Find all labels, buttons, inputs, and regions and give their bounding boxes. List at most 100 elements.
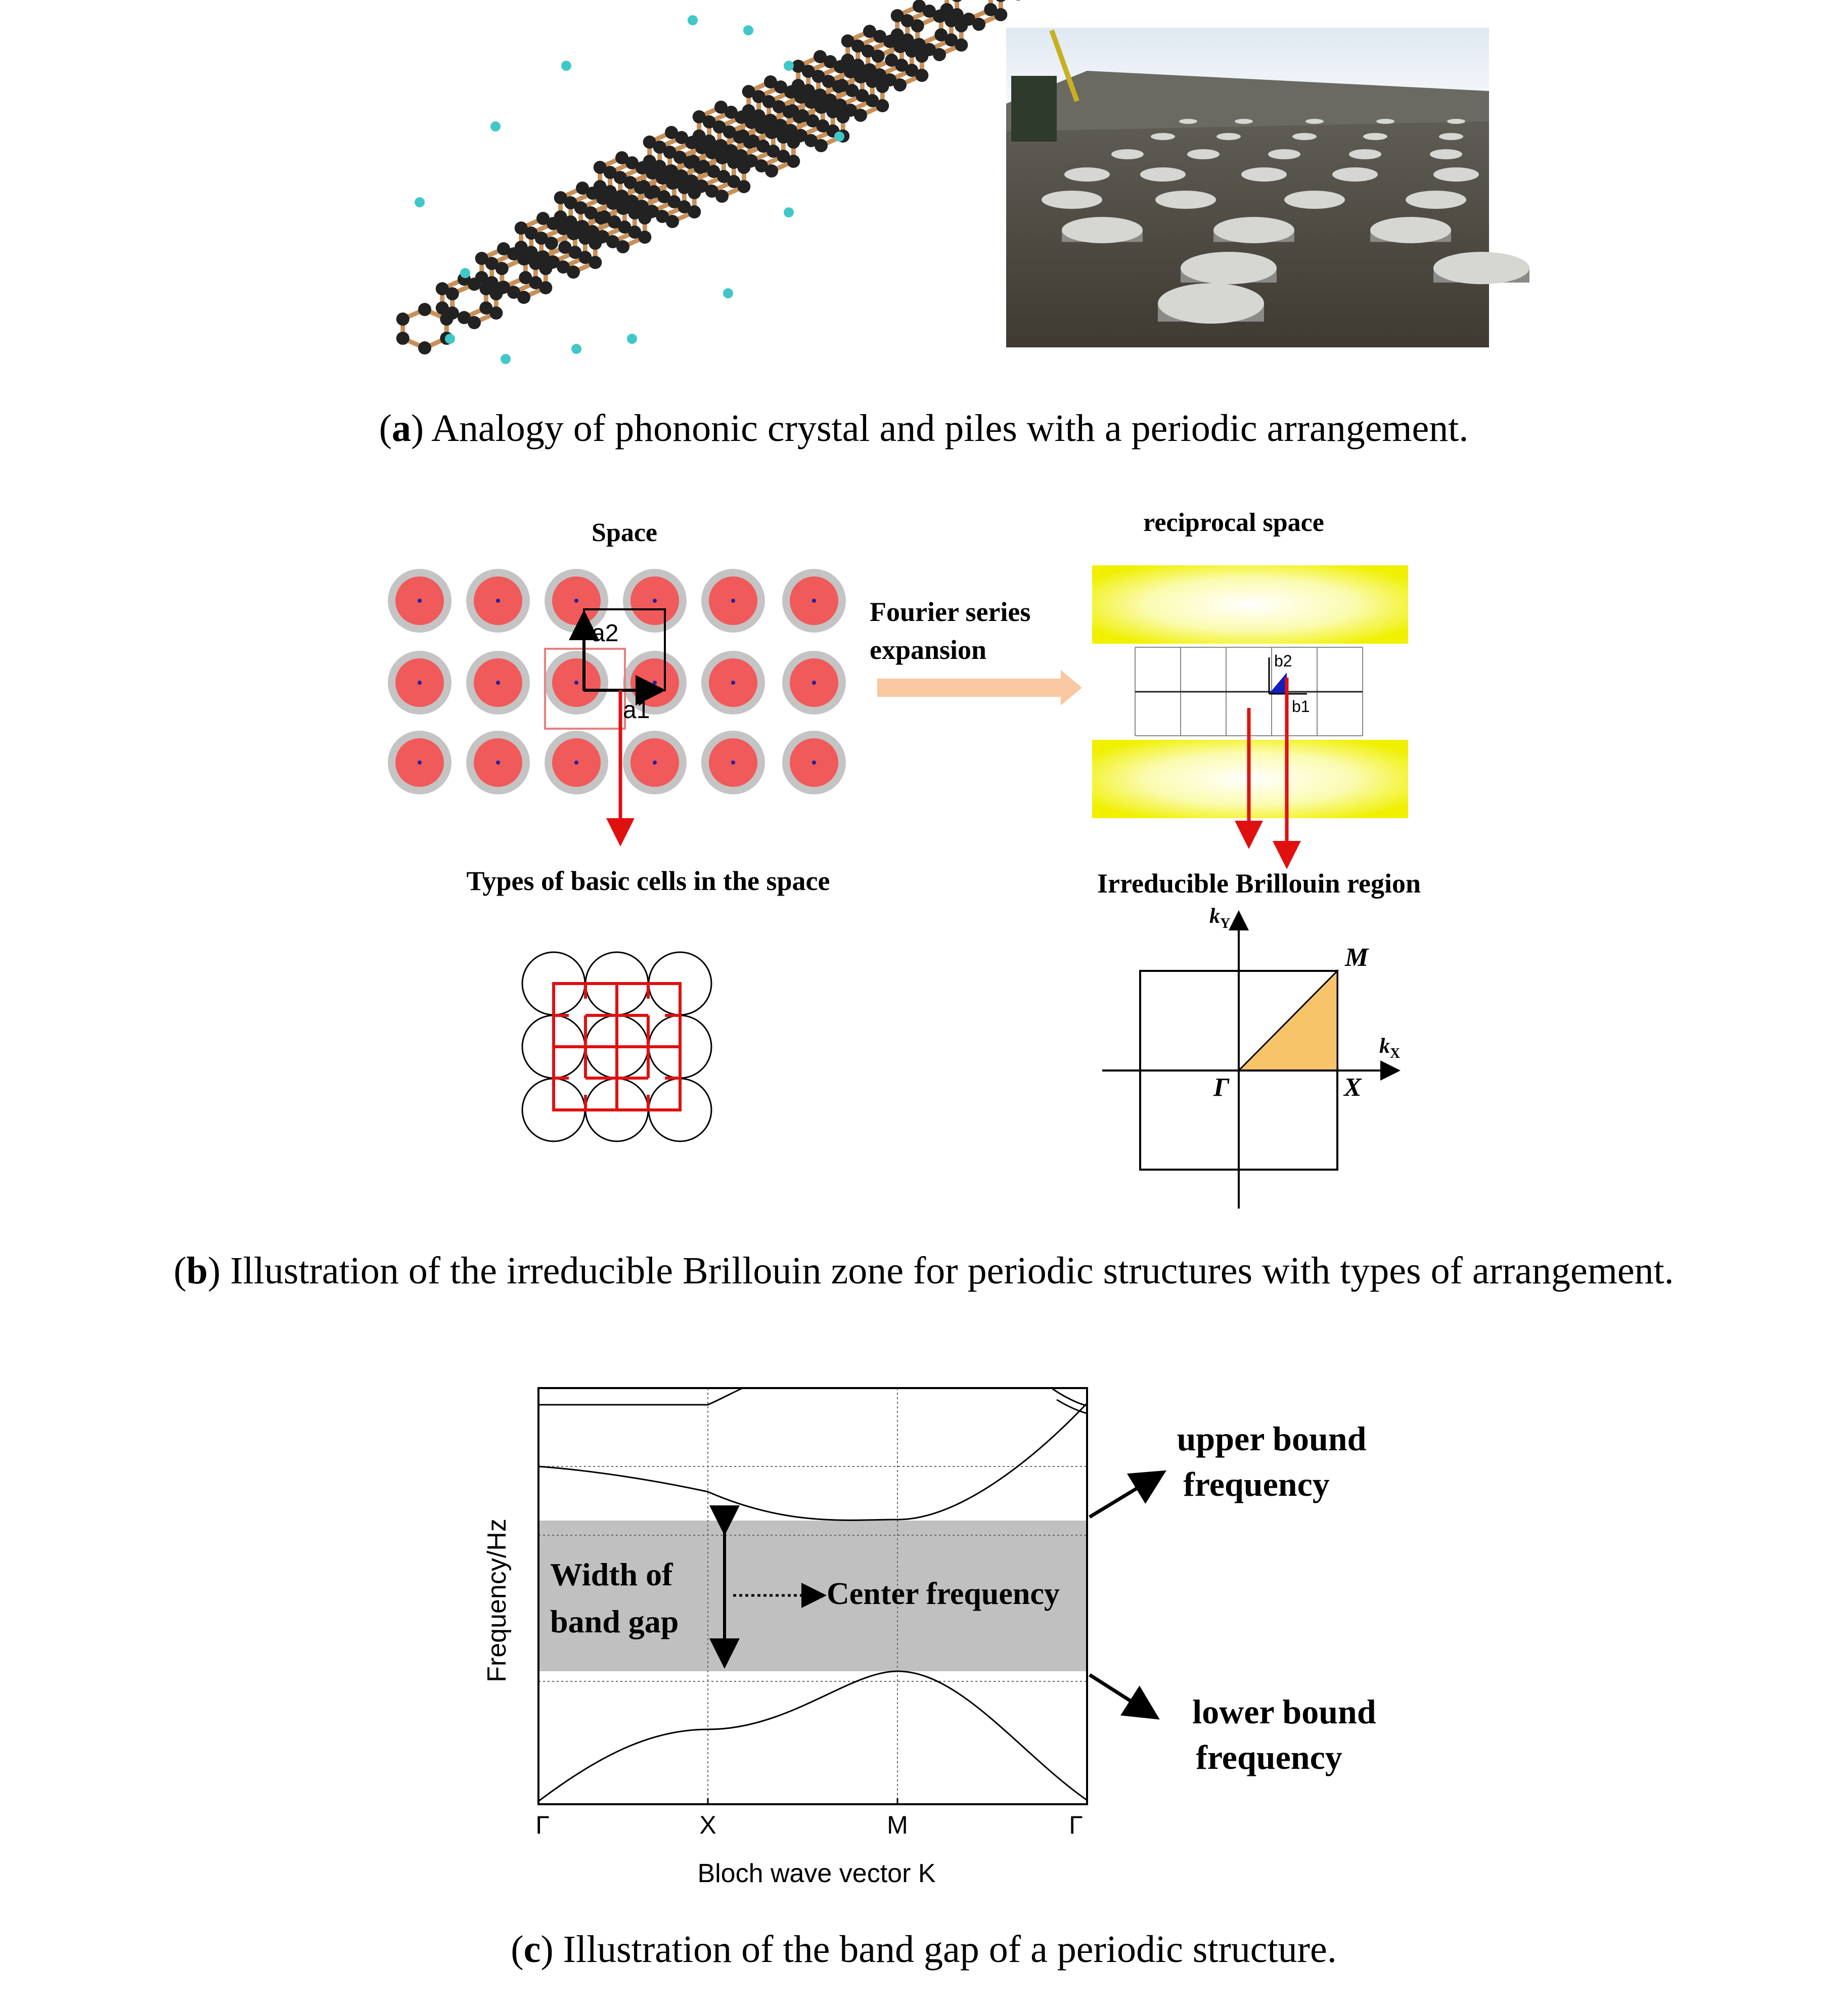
types-label: Types of basic cells in the space xyxy=(467,866,830,896)
M-label: M xyxy=(1344,943,1369,972)
hydrogen-atom xyxy=(490,121,501,131)
a1-label: a1 xyxy=(623,697,650,724)
hydrogen-atom xyxy=(501,354,511,364)
y-axis-title: Frequency/Hz xyxy=(482,1519,512,1682)
hydrogen-atom xyxy=(723,288,733,298)
pile-top xyxy=(1111,149,1144,159)
pile-top xyxy=(1284,191,1345,209)
caption-a: (a) Analogy of phononic crystal and pile… xyxy=(379,407,1469,450)
caption-a-text: Analogy of phononic crystal and piles wi… xyxy=(424,407,1468,450)
hydrogen-atom xyxy=(415,197,425,207)
pile-top xyxy=(1213,217,1294,243)
band-curve xyxy=(538,1387,744,1406)
pile-top xyxy=(1151,133,1175,140)
pile-top xyxy=(1305,119,1324,124)
basic-cells-diagram xyxy=(521,951,712,1142)
pile-top xyxy=(1430,149,1462,159)
pile-top xyxy=(1349,149,1381,159)
upper-line2: frequency xyxy=(1183,1465,1330,1503)
gamma-label: Γ xyxy=(1213,1073,1230,1102)
band-curve xyxy=(1056,1399,1088,1414)
pile-top xyxy=(1179,119,1197,124)
x-tick-label: Γ xyxy=(1069,1811,1083,1839)
pile-top xyxy=(1433,167,1479,182)
hydrogen-atom xyxy=(688,15,698,25)
pile-top xyxy=(1140,167,1186,182)
pile-top xyxy=(1370,217,1451,243)
pile-top xyxy=(1064,167,1110,182)
lower-line1: lower bound xyxy=(1192,1692,1376,1731)
width-line1: Width of xyxy=(550,1556,673,1592)
fourier-line2: expansion xyxy=(870,635,986,665)
pile-top xyxy=(1292,133,1317,140)
b2-label: b2 xyxy=(1274,652,1292,670)
hydrogen-atom xyxy=(561,61,571,71)
plot-frame xyxy=(537,1387,1088,1805)
upper-bound-arrow xyxy=(1089,1470,1166,1519)
caption-c-letter: c xyxy=(524,1928,541,1971)
kx-label: kX xyxy=(1379,1035,1400,1061)
hydrogen-atom xyxy=(445,334,455,344)
x-tick-label: Γ xyxy=(535,1811,550,1839)
ky-label: kY xyxy=(1209,905,1230,931)
band-curve xyxy=(1051,1387,1088,1407)
pile-field-photo xyxy=(1006,28,1529,347)
caption-b-text: Illustration of the irreducible Brilloui… xyxy=(220,1250,1674,1292)
x-axis-title: Bloch wave vector K xyxy=(697,1859,935,1888)
lower-line2: frequency xyxy=(1196,1738,1342,1776)
pile-top xyxy=(1235,119,1253,124)
hydrogen-atom xyxy=(743,25,753,35)
reciprocal-band-top xyxy=(1092,565,1408,644)
hydrogen-atom xyxy=(784,207,794,217)
lower-bound-arrow xyxy=(1089,1673,1160,1720)
hydrogen-atom xyxy=(571,344,581,354)
reciprocal-title: reciprocal space xyxy=(1143,508,1324,537)
band-curve xyxy=(538,1402,1088,1521)
pile-top xyxy=(1042,191,1102,209)
x-tick-label: M xyxy=(887,1811,908,1839)
hydrogen-atom xyxy=(460,268,470,278)
pile-top xyxy=(1363,133,1387,140)
band-curve xyxy=(538,1670,1088,1802)
a2-label: a2 xyxy=(592,620,618,647)
upper-line1: upper bound xyxy=(1177,1419,1367,1458)
fourier-line1: Fourier series xyxy=(870,597,1030,627)
X-label: X xyxy=(1343,1073,1362,1102)
pile-top xyxy=(1439,133,1463,140)
pile-top xyxy=(1241,167,1287,182)
caption-b-letter: b xyxy=(187,1250,208,1292)
pile-top xyxy=(1216,133,1241,140)
hydrogen-atom xyxy=(784,61,794,71)
brillouin-zone-diagram: kY kX M Γ X xyxy=(1102,905,1401,1209)
pile-top xyxy=(1332,167,1378,182)
hydrogen-atom xyxy=(834,131,844,142)
graphene-lattice-image xyxy=(396,0,1021,364)
pile-top xyxy=(1406,191,1466,209)
ibz-triangle xyxy=(1237,969,1338,1072)
pile-top xyxy=(1158,283,1264,324)
caption-a-letter: a xyxy=(392,407,411,450)
fourier-arrow xyxy=(877,670,1082,705)
pile-grid xyxy=(388,569,846,794)
center-label: Center frequency xyxy=(827,1577,1060,1611)
caption-c: (c) Illustration of the band gap of a pe… xyxy=(511,1928,1336,1971)
width-line2: band gap xyxy=(550,1603,679,1639)
pile-top xyxy=(1376,119,1394,124)
ibz-label: Irreducible Brillouin region xyxy=(1097,868,1421,899)
hydrogen-atom xyxy=(627,334,637,344)
pile-top xyxy=(1155,191,1216,209)
space-title: Space xyxy=(592,518,657,547)
caption-c-text: Illustration of the band gap of a period… xyxy=(554,1928,1337,1971)
pile-top xyxy=(1181,252,1277,284)
pile-top xyxy=(1062,217,1143,243)
reciprocal-ibz-triangle xyxy=(1269,673,1287,694)
pile-top xyxy=(1268,149,1300,159)
caption-b: (b) Illustration of the irreducible Bril… xyxy=(173,1250,1674,1292)
pile-top xyxy=(1433,252,1529,284)
b1-label: b1 xyxy=(1292,697,1310,716)
reciprocal-grid xyxy=(1135,647,1363,736)
pile-top xyxy=(1187,149,1220,159)
pile-top xyxy=(1447,119,1465,124)
x-tick-label: X xyxy=(699,1811,716,1839)
